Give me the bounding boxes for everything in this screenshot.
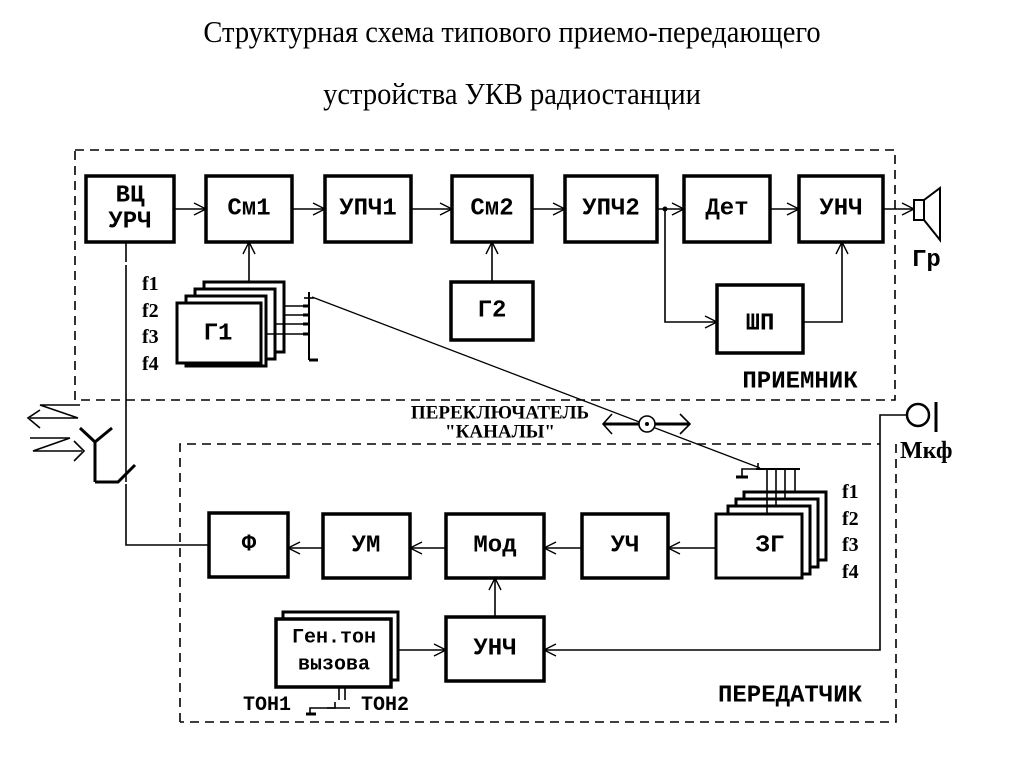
- zg-frequency-labels: f1 f2 f3 f4: [842, 481, 859, 583]
- g1-frequency-labels: f1 f2 f3 f4: [142, 273, 159, 375]
- transmitter-section-label: ПЕРЕДАТЧИК: [718, 683, 863, 710]
- block-gen-label-line2: вызова: [298, 654, 370, 677]
- g1-freq-f2: f2: [142, 300, 159, 322]
- mic-label: Мкф: [900, 438, 953, 464]
- block-urch-label: УРЧ: [108, 209, 151, 236]
- block-vc-urch: ВЦ УРЧ: [84, 174, 176, 244]
- g1-channel-switch: [266, 292, 318, 362]
- channel-switch-linkage: [311, 296, 761, 469]
- block-gen-label-line1: Ген.тон: [292, 627, 376, 650]
- block-um: УМ: [321, 512, 412, 580]
- diagram-title-line2: устройства УКВ радиостанции: [323, 76, 701, 111]
- block-shp: ШП: [715, 283, 805, 355]
- block-uch-label: УЧ: [611, 533, 640, 560]
- block-unch-rx-label: УНЧ: [819, 196, 862, 223]
- block-upch2: УПЧ2: [563, 174, 659, 244]
- g1-freq-f1: f1: [142, 273, 159, 295]
- block-sm1-label: См1: [227, 196, 270, 223]
- block-unch-rx: УНЧ: [797, 174, 885, 244]
- block-gen-tone: Ген.тон вызова: [274, 610, 400, 689]
- block-g1-stack: Г1: [175, 280, 286, 368]
- microphone-icon: [905, 402, 938, 432]
- block-upch1-label: УПЧ1: [339, 196, 397, 223]
- zg-freq-f1: f1: [842, 481, 859, 503]
- block-sm2-label: См2: [470, 196, 513, 223]
- tone2-label: ТОН2: [361, 694, 409, 717]
- block-zg-label: ЗГ: [756, 533, 785, 560]
- receiver-connections: [125, 207, 914, 482]
- block-sm1: См1: [204, 174, 294, 244]
- g1-freq-f3: f3: [142, 326, 159, 348]
- speaker-icon: [913, 186, 941, 243]
- block-uch: УЧ: [580, 512, 670, 580]
- g1-freq-f4: f4: [142, 353, 159, 375]
- block-g2-label: Г2: [478, 298, 507, 325]
- block-mod-label: Мод: [473, 533, 516, 560]
- block-f-label: Ф: [242, 532, 257, 559]
- receiver-frame: [74, 149, 896, 401]
- zg-freq-f2: f2: [842, 508, 859, 530]
- block-upch2-label: УПЧ2: [582, 196, 640, 223]
- block-um-label: УМ: [352, 533, 381, 560]
- zg-freq-f3: f3: [842, 534, 859, 556]
- block-det: Дет: [682, 174, 772, 244]
- transmitter-frame: [179, 443, 897, 723]
- receiver-section-label: ПРИЕМНИК: [742, 369, 858, 396]
- tone-switch[interactable]: [306, 687, 350, 716]
- block-mod: Мод: [444, 512, 546, 580]
- block-f: Ф: [207, 511, 290, 579]
- block-upch1: УПЧ1: [323, 174, 413, 244]
- receiver-section: ПРИЕМНИК: [74, 149, 896, 401]
- transmitter-connections: [125, 414, 907, 650]
- switch-label-line1: ПЕРЕКЛЮЧАТЕЛЬ: [411, 403, 589, 424]
- antenna-icon: [26, 404, 137, 484]
- block-det-label: Дет: [705, 196, 748, 223]
- block-unch-tx-label: УНЧ: [473, 636, 516, 663]
- block-unch-tx: УНЧ: [444, 615, 546, 683]
- channel-switch-knob[interactable]: [601, 413, 692, 435]
- zg-channel-switch: [736, 463, 800, 514]
- tone1-label: ТОН1: [243, 694, 291, 717]
- switch-label-line2: "КАНАЛЫ": [445, 422, 555, 443]
- block-vc-label: ВЦ: [116, 183, 145, 210]
- block-shp-label: ШП: [746, 311, 775, 338]
- block-g1-label: Г1: [204, 321, 233, 348]
- transmitter-section: ПЕРЕДАТЧИК: [179, 443, 897, 723]
- diagram-title-line1: Структурная схема типового приемо-переда…: [203, 14, 821, 49]
- speaker-label: Гр: [912, 247, 941, 274]
- block-g2: Г2: [449, 280, 535, 342]
- zg-freq-f4: f4: [842, 561, 859, 583]
- block-sm2: См2: [450, 174, 534, 244]
- block-zg-stack: ЗГ: [714, 490, 828, 580]
